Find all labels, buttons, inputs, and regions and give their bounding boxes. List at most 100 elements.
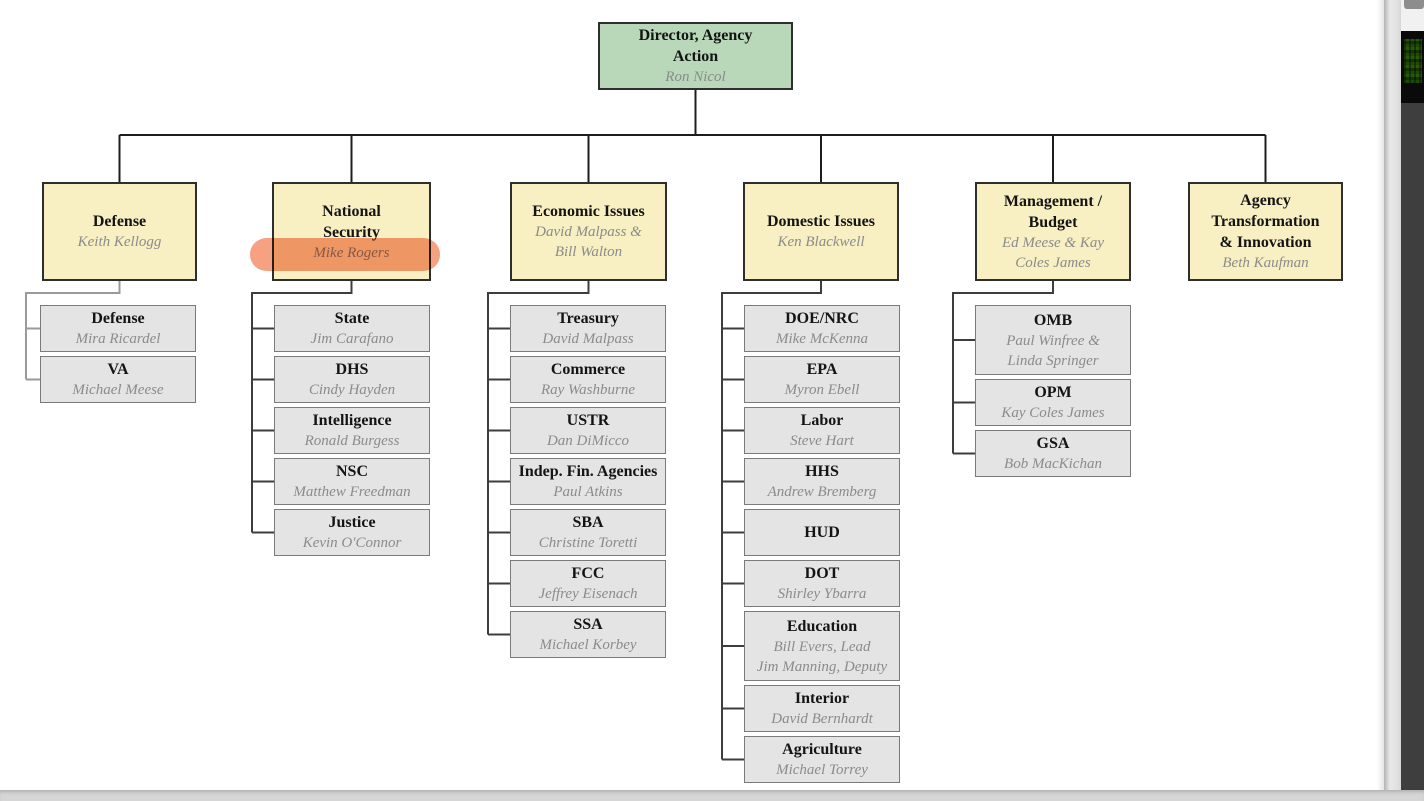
org-node-title: Management /: [1003, 192, 1103, 210]
org-node-title: Domestic Issues: [767, 213, 875, 230]
org-node-title: Intelligence: [312, 412, 392, 429]
org-node: FCC Jeffrey Eisenach: [510, 560, 666, 607]
org-node-title: FCC: [571, 565, 605, 582]
org-node-name: Bill Evers, Lead: [773, 638, 871, 655]
org-node-name: Shirley Ybarra: [777, 586, 867, 602]
window-bottom-edge: [0, 790, 1424, 801]
org-node-title: DHS: [335, 361, 369, 378]
org-node-title: Security: [323, 223, 380, 241]
org-node-title: NSC: [335, 463, 368, 480]
org-node-title: DOT: [804, 565, 840, 582]
scrollbar-thumb[interactable]: [1404, 0, 1424, 9]
org-node-title: SBA: [572, 514, 604, 531]
org-node: NSC Matthew Freedman: [274, 458, 430, 505]
org-node-title: Transformation: [1211, 213, 1320, 230]
org-node-name: Andrew Bremberg: [767, 484, 877, 500]
org-node: HHS Andrew Bremberg: [744, 458, 900, 505]
org-node: SBA Christine Toretti: [510, 509, 666, 556]
org-node-name: Ken Blackwell: [777, 234, 865, 250]
org-node-title: Labor: [800, 412, 844, 429]
org-node-name: Mira Ricardel: [75, 331, 161, 347]
org-node-title: Interior: [794, 690, 850, 707]
org-node-title: OMB: [1033, 311, 1073, 329]
org-node-title: Defense: [92, 213, 147, 230]
org-node-name: Dan DiMicco: [546, 433, 630, 449]
org-node-name: Ron Nicol: [665, 69, 726, 85]
org-node-title: USTR: [566, 412, 610, 429]
org-node-title: Agency: [1240, 192, 1291, 209]
org-node-name: Paul Atkins: [553, 484, 623, 500]
org-node-title: GSA: [1036, 435, 1070, 452]
org-node-title: VA: [107, 361, 129, 378]
org-node-name: Bill Walton: [554, 244, 623, 260]
org-node-title: Commerce: [550, 361, 626, 378]
org-node: EPA Myron Ebell: [744, 356, 900, 403]
org-node-title: EPA: [806, 361, 838, 378]
org-node-name: Linda Springer: [1007, 352, 1099, 369]
org-node-name: Mike Rogers: [313, 244, 390, 261]
org-node-name: Kay Coles James: [1001, 405, 1105, 421]
org-node-title: HUD: [804, 524, 840, 541]
org-node-name: Christine Toretti: [538, 535, 638, 551]
org-node-title: Treasury: [557, 310, 619, 327]
background-dark-region: [1401, 31, 1424, 103]
org-node-name: Matthew Freedman: [293, 484, 411, 500]
org-node-name: Michael Torrey: [776, 762, 868, 778]
org-node-name: Bob MacKichan: [1004, 456, 1102, 472]
org-node-name: Michael Korbey: [539, 637, 637, 653]
org-node-title: Agriculture: [782, 741, 862, 758]
org-node-name: Kevin O'Connor: [302, 535, 402, 551]
org-node-name: Myron Ebell: [784, 382, 860, 398]
org-node-name: Steve Hart: [790, 433, 854, 449]
org-node: USTR Dan DiMicco: [510, 407, 666, 454]
org-node-title: Economic Issues: [532, 203, 645, 220]
org-node-title: Budget: [1028, 213, 1078, 231]
org-node-name: Cindy Hayden: [308, 382, 396, 398]
scrollbar-track[interactable]: [1384, 0, 1401, 790]
org-node: DHS Cindy Hayden: [274, 356, 430, 403]
org-node-title: Indep. Fin. Agencies: [518, 463, 658, 480]
org-node: DOT Shirley Ybarra: [744, 560, 900, 607]
org-node-name: Jeffrey Eisenach: [538, 586, 638, 602]
org-node-title: Justice: [328, 514, 376, 531]
thumbnail-image: [1404, 39, 1422, 83]
org-node-title: SSA: [573, 616, 603, 633]
org-node-name: Ed Meese & Kay: [1001, 234, 1105, 251]
org-node-name: David Malpass: [542, 331, 634, 347]
org-node-name: Ronald Burgess: [304, 433, 400, 449]
org-node-title: Defense: [91, 310, 145, 327]
org-node-name: David Bernhardt: [771, 711, 873, 727]
org-node: GSA Bob MacKichan: [975, 430, 1131, 477]
org-node: HUD: [744, 509, 900, 556]
org-node-name: Keith Kellogg: [77, 234, 162, 250]
org-node-title: HHS: [805, 463, 839, 480]
org-node-name: Jim Manning, Deputy: [756, 658, 888, 675]
org-node-name: Mike McKenna: [775, 331, 869, 347]
org-node-title: Education: [786, 617, 858, 635]
org-node-title: Director, Agency: [638, 27, 753, 44]
